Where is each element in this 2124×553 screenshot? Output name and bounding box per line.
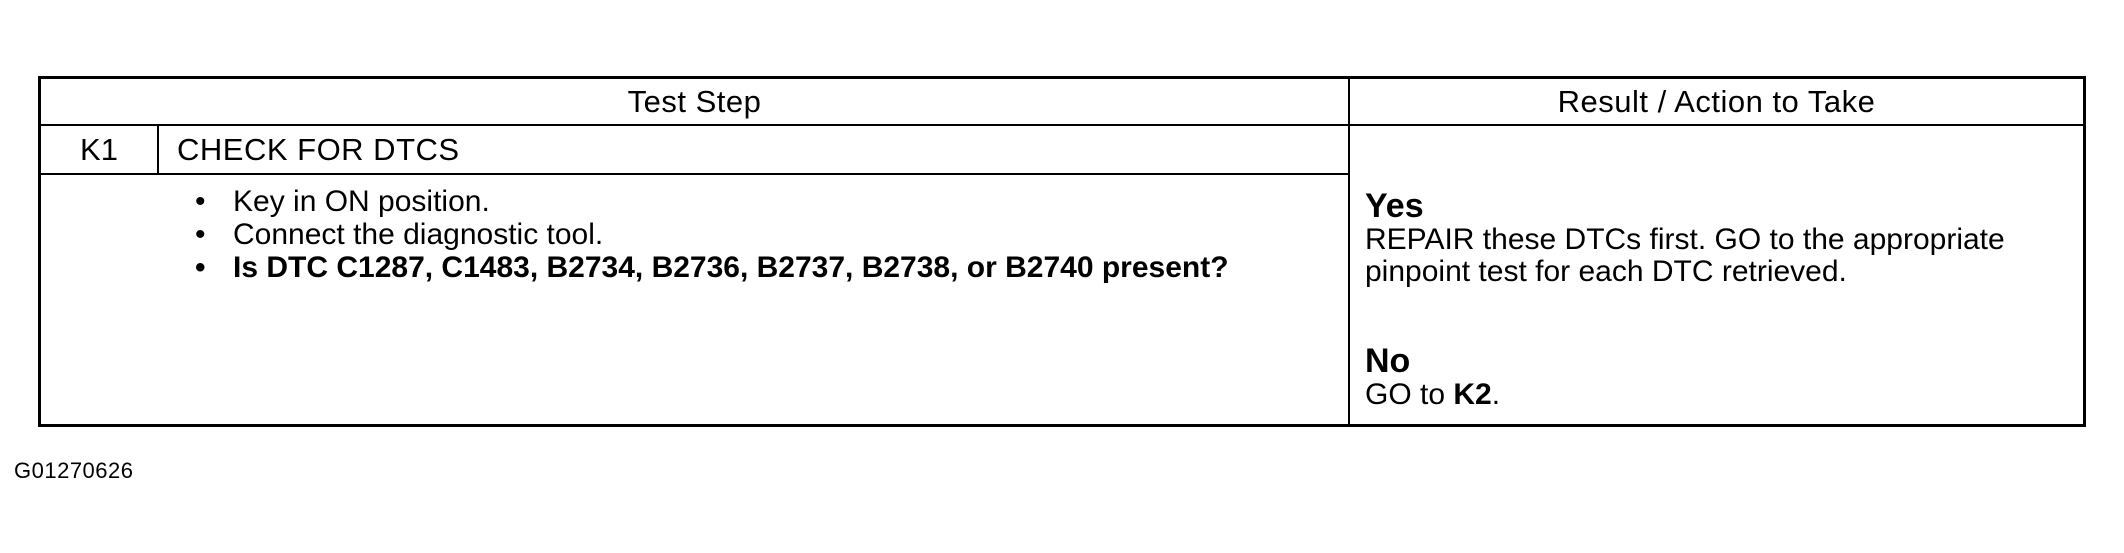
bullet-icon: • — [195, 251, 206, 284]
figure-id: G01270626 — [14, 458, 134, 483]
bullet-icon: • — [195, 218, 206, 251]
bullet-icon: • — [195, 185, 206, 218]
no-action-suffix: . — [1491, 378, 1501, 411]
no-label: No — [1365, 342, 1411, 380]
list-item: • Key in ON position. — [191, 185, 1331, 218]
list-item: • Is DTC C1287, C1483, B2734, B2736, B27… — [191, 251, 1331, 284]
result-no: No GO to K2. — [1365, 343, 2085, 411]
instruction-question: Is DTC C1287, C1483, B2734, B2736, B2737… — [233, 251, 1229, 284]
diagnostic-table: Test Step Result / Action to Take K1 CHE… — [38, 76, 2086, 427]
result-yes: Yes REPAIR these DTCs first. GO to the a… — [1365, 188, 2085, 288]
yes-label: Yes — [1365, 187, 1424, 225]
no-action: GO to K2. — [1365, 379, 2085, 411]
no-action-prefix: GO to — [1365, 378, 1454, 411]
instruction-text: Connect the diagnostic tool. — [233, 218, 604, 251]
list-item: • Connect the diagnostic tool. — [191, 218, 1331, 251]
header-result-action: Result / Action to Take — [1557, 84, 1876, 119]
step-instructions: • Key in ON position. • Connect the diag… — [191, 185, 1331, 284]
table-header: Test Step Result / Action to Take — [41, 79, 2083, 126]
no-action-target: K2 — [1453, 378, 1492, 411]
step-row: K1 CHECK FOR DTCS — [41, 126, 1348, 175]
header-test-step: Test Step — [627, 84, 762, 119]
instruction-text: Key in ON position. — [233, 185, 490, 218]
step-id: K1 — [41, 126, 159, 173]
step-title: CHECK FOR DTCS — [177, 132, 460, 167]
yes-action: REPAIR these DTCs first. GO to the appro… — [1365, 223, 2005, 288]
column-divider — [1348, 79, 1350, 424]
